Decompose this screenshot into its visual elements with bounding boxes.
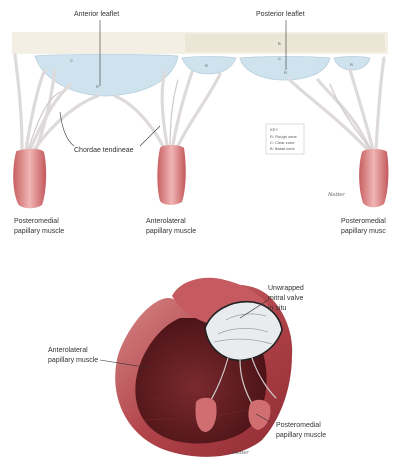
- zone-letter-c-posterior: C: [278, 56, 281, 61]
- key-item-clear: C: Clear zone: [270, 140, 295, 145]
- zone-letter-r-posterior: R: [284, 70, 287, 75]
- posteromedial-bottom-label-line1: Posteromedial: [276, 422, 321, 429]
- posteromedial-papillary-muscle-right: [359, 149, 388, 207]
- signature-top: Netter: [327, 192, 345, 198]
- posteromedial-bottom-label-line2: papillary muscle: [276, 432, 326, 439]
- zone-letter-b-posterior: B: [278, 41, 281, 46]
- chordae-tendineae-label: Chordae tendineae: [74, 147, 134, 154]
- anterolateral-bottom-label-line1: Anterolateral: [48, 347, 88, 354]
- anterior-leaflet-shape: [35, 55, 178, 97]
- anterolateral-label-line2: papillary muscle: [146, 228, 196, 235]
- zone-letter-r-anterior: R: [96, 84, 99, 89]
- posteromedial-right-label-line1: Posteromedial: [341, 218, 386, 225]
- posterior-scallop-left: [182, 57, 236, 75]
- zone-letter-c-anterior: C: [70, 58, 73, 63]
- posteromedial-papillary-muscle-left: [13, 149, 46, 208]
- posteromedial-left-label-line2: papillary muscle: [14, 228, 64, 235]
- key-item-rough: R: Rough zone: [270, 134, 297, 139]
- top-panel: C R B C R R R: [12, 11, 388, 235]
- posterior-scallop-middle: [240, 57, 330, 81]
- zone-letter-r-left-scallop: R: [205, 63, 208, 68]
- posterior-annulus: [185, 34, 385, 52]
- unwrapped-label-line2: mitral valve: [268, 295, 304, 302]
- anterior-leaflet-label: Anterior leaflet: [74, 11, 119, 18]
- anterolateral-bottom-label-line2: papillary muscle: [48, 357, 98, 364]
- key-title: KEY: [270, 127, 278, 132]
- key-item-basal: B: Basal zone: [270, 146, 295, 151]
- unwrapped-label-line1: Unwrapped: [268, 285, 304, 292]
- posteromedial-left-label-line1: Posteromedial: [14, 218, 59, 225]
- anterolateral-papillary-muscle: [157, 145, 185, 205]
- posteromedial-right-label-line2: papillary musc: [341, 228, 386, 235]
- anterolateral-label-line1: Anterolateral: [146, 218, 186, 225]
- signature-bottom: Netter: [231, 450, 249, 456]
- bottom-panel: Netter Unwrapped mitral valve in situ An…: [48, 278, 326, 457]
- unwrapped-label-line3: in situ: [268, 305, 286, 312]
- posterior-leaflet-label: Posterior leaflet: [256, 11, 305, 18]
- zone-letter-r-right-scallop: R: [350, 62, 353, 67]
